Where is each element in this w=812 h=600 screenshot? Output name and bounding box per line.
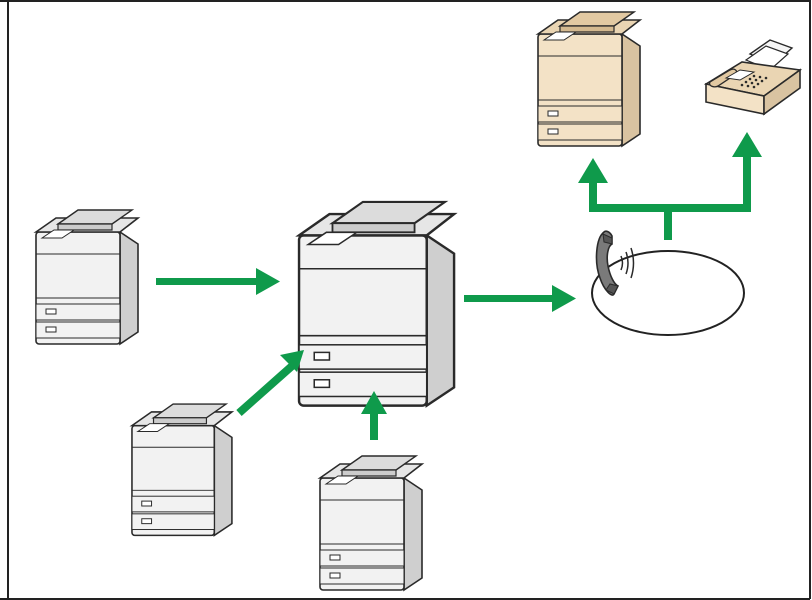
telephone-network-icon <box>591 230 745 336</box>
arrow-left-to-central <box>156 268 280 295</box>
source-device-bottom-left-icon <box>131 403 233 537</box>
destination-copier-icon <box>537 11 641 147</box>
telephone-handset-icon <box>595 230 635 296</box>
destination-fax-icon <box>703 39 803 116</box>
arrow-network-to-destinations <box>578 132 762 240</box>
source-device-left-icon <box>35 209 139 345</box>
arrow-bottom-to-central <box>361 391 387 440</box>
central-device-icon <box>297 200 456 407</box>
arrow-central-to-network <box>464 285 576 312</box>
arrows <box>156 132 762 440</box>
arrow-bottom-left-to-central <box>236 350 304 416</box>
source-device-bottom-icon <box>319 455 423 591</box>
